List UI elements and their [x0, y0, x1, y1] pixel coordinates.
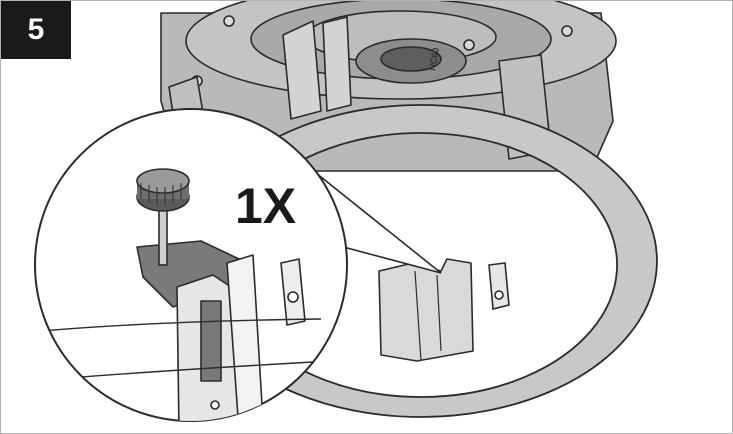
mounting-clip — [378, 258, 474, 362]
step-number-badge: 5 — [1, 1, 71, 59]
speaker-model-text: NC60 — [427, 47, 441, 71]
speaker-body — [160, 1, 617, 172]
thumbscrew-icon — [136, 168, 190, 266]
quantity-label: 1X — [235, 178, 296, 234]
detail-magnifier — [34, 108, 348, 422]
